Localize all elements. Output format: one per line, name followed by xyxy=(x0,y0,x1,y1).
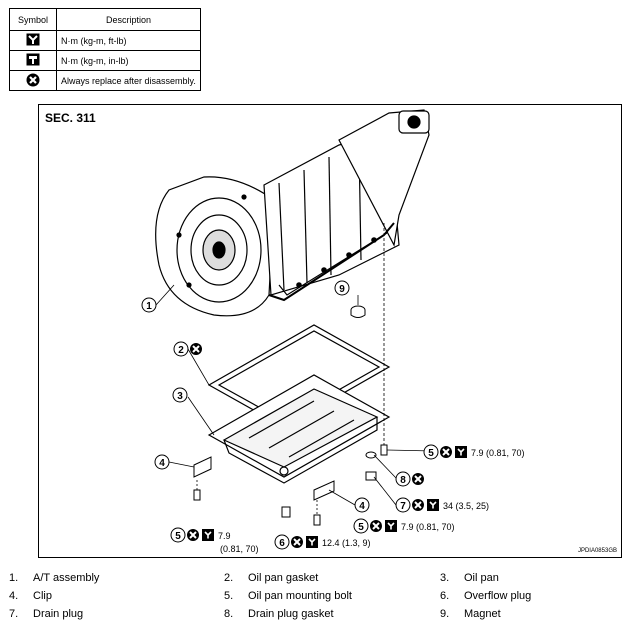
callout-5b: 5 7.9 (0.81, 70) xyxy=(170,527,259,554)
list-item: 9.Magnet xyxy=(440,608,501,620)
callout-5c: 5 7.9 (0.81, 70) xyxy=(353,518,455,534)
callout-2: 2 xyxy=(173,341,203,357)
torque-nm-ftlb-icon xyxy=(426,498,440,512)
legend-symbol-cell xyxy=(9,50,57,71)
svg-text:4: 4 xyxy=(359,501,365,512)
svg-text:7: 7 xyxy=(400,501,406,512)
svg-text:5: 5 xyxy=(358,522,364,533)
torque-value: (0.81, 70) xyxy=(220,544,259,554)
clip xyxy=(193,456,335,501)
always-replace-icon xyxy=(411,472,425,486)
legend-description: N·m (kg-m, in-lb) xyxy=(56,50,201,71)
svg-text:2: 2 xyxy=(178,345,184,356)
list-item: 4.Clip xyxy=(9,590,52,602)
legend-symbol-cell xyxy=(9,70,57,91)
svg-text:4: 4 xyxy=(159,458,165,469)
list-item: 3.Oil pan xyxy=(440,572,499,584)
list-item: 1.A/T assembly xyxy=(9,572,100,584)
torque-value: 7.9 (0.81, 70) xyxy=(471,448,525,458)
symbol-legend-table: Symbol Description N·m (kg-m, ft-lb) N·m… xyxy=(9,8,201,91)
svg-text:3: 3 xyxy=(177,391,183,402)
list-item: 2.Oil pan gasket xyxy=(224,572,319,584)
diagram-drawing: 1 9 2 3 4 4 5 7.9 (0.81, 70) xyxy=(141,109,525,554)
torque-nm-inlb-icon xyxy=(26,53,40,66)
legend-header-description: Description xyxy=(56,8,201,31)
callout-6: 6 12.4 (1.3, 9) xyxy=(274,534,371,550)
always-replace-icon xyxy=(439,445,453,459)
callout-7: 7 34 (3.5, 25) xyxy=(395,497,489,513)
legend-description: N·m (kg-m, ft-lb) xyxy=(56,30,201,51)
always-replace-icon xyxy=(290,535,304,549)
legend-symbol-cell xyxy=(9,30,57,51)
section-label: SEC. 311 xyxy=(45,111,96,125)
diagram-code: JPDIA0853GB xyxy=(577,548,617,554)
always-replace-icon xyxy=(186,528,200,542)
always-replace-icon xyxy=(26,73,40,86)
leader-lines xyxy=(155,223,435,515)
svg-text:9: 9 xyxy=(339,284,345,295)
drain-plug xyxy=(365,451,377,481)
always-replace-icon xyxy=(369,519,383,533)
legend-description: Always replace after disassembly. xyxy=(56,70,201,91)
torque-value: 34 (3.5, 25) xyxy=(443,501,489,511)
list-item: 5.Oil pan mounting bolt xyxy=(224,590,352,602)
callout-3: 3 xyxy=(172,387,188,403)
callout-4b: 4 xyxy=(354,497,370,513)
list-item: 6.Overflow plug xyxy=(440,590,532,602)
torque-nm-inlb-icon xyxy=(454,445,468,459)
svg-text:8: 8 xyxy=(400,475,406,486)
svg-text:5: 5 xyxy=(428,448,434,459)
torque-nm-inlb-icon xyxy=(384,519,398,533)
torque-nm-inlb-icon xyxy=(201,528,215,542)
oil-pan xyxy=(207,374,391,484)
callout-5a: 5 7.9 (0.81, 70) xyxy=(423,444,525,460)
svg-text:1: 1 xyxy=(146,301,152,312)
torque-nm-ftlb-icon xyxy=(26,33,40,46)
svg-text:5: 5 xyxy=(175,531,181,542)
legend-header-symbol: Symbol xyxy=(9,8,57,31)
exploded-view-diagram: SEC. 311 JPDIA0853GB xyxy=(38,104,622,558)
torque-nm-ftlb-icon xyxy=(305,535,319,549)
list-item: 7.Drain plug xyxy=(9,608,84,620)
callout-4a: 4 xyxy=(154,454,170,470)
overflow-plug xyxy=(281,506,291,518)
svg-text:6: 6 xyxy=(279,538,285,549)
list-item: 8.Drain plug gasket xyxy=(224,608,334,620)
always-replace-icon xyxy=(189,342,203,356)
always-replace-icon xyxy=(411,498,425,512)
callout-9: 9 xyxy=(334,280,350,296)
magnet xyxy=(350,305,366,318)
torque-value: 7.9 (0.81, 70) xyxy=(401,522,455,532)
torque-value: 7.9 xyxy=(218,531,231,541)
callout-8: 8 xyxy=(395,471,425,487)
torque-value: 12.4 (1.3, 9) xyxy=(322,538,371,548)
callout-1: 1 xyxy=(141,297,157,313)
transmission-assembly xyxy=(155,109,430,317)
